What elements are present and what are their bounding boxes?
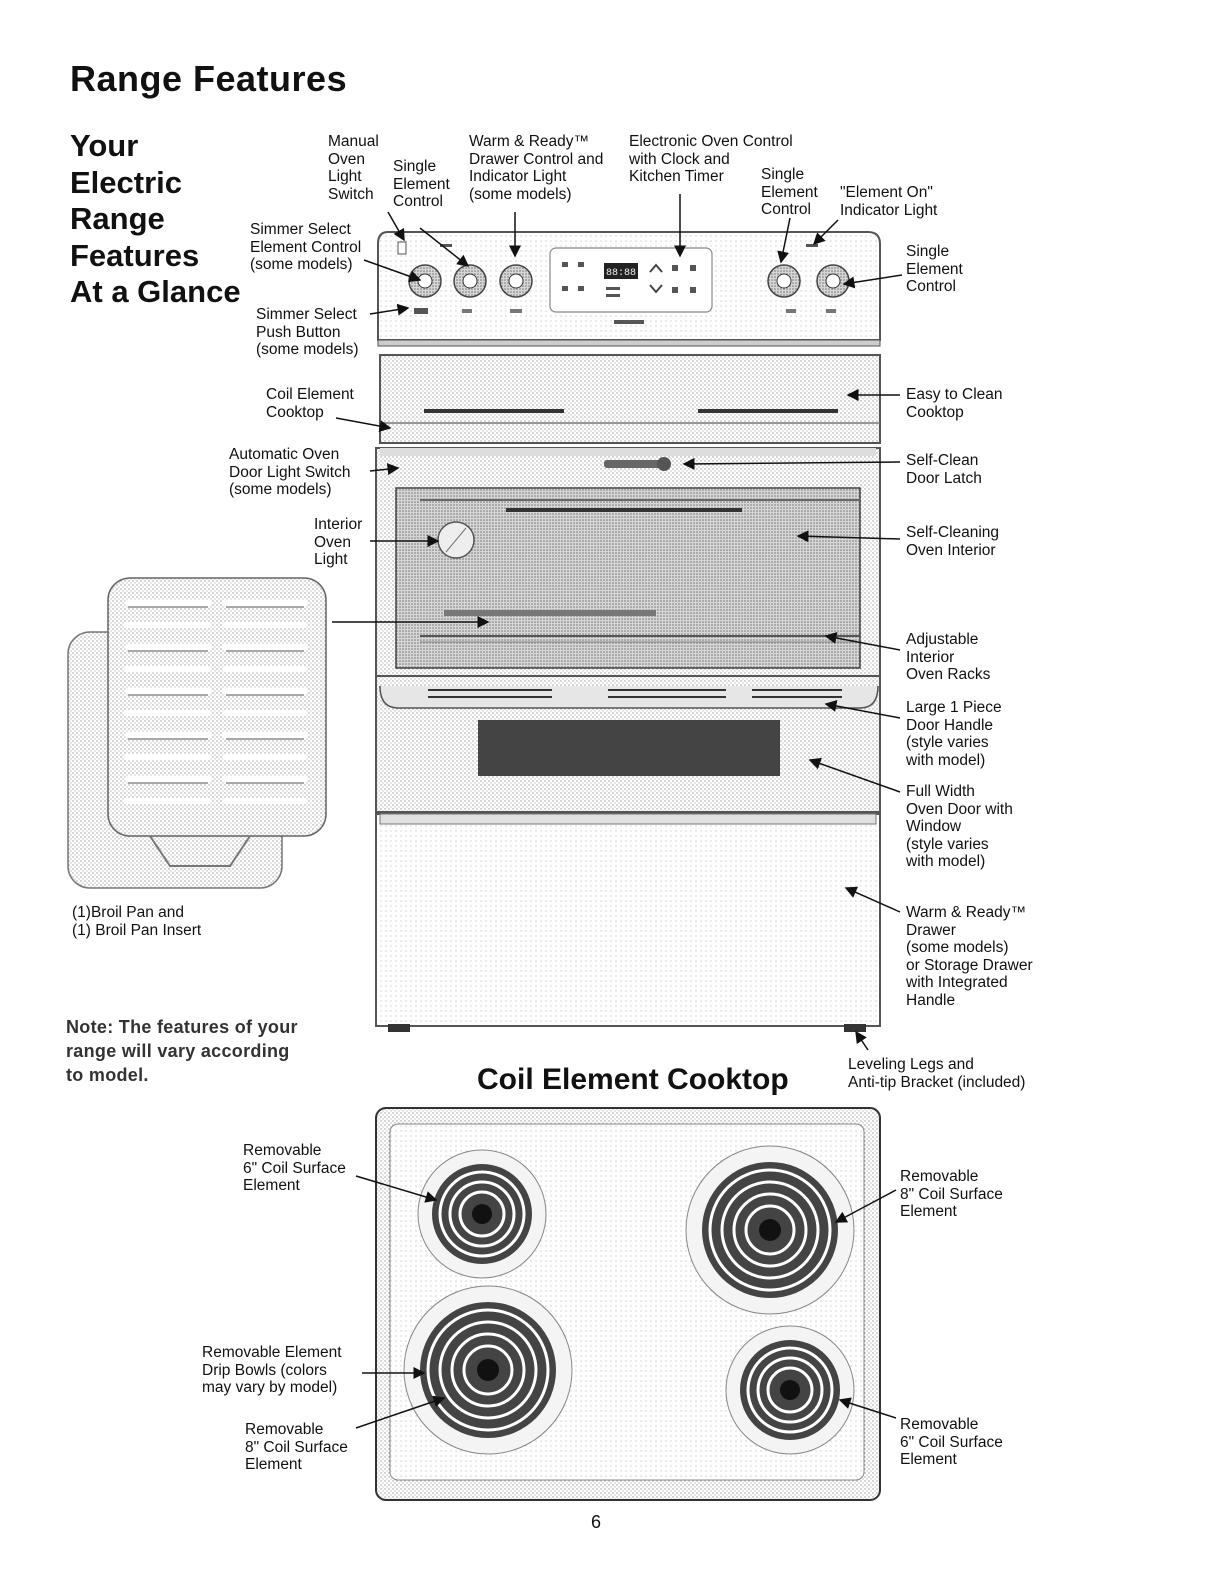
range: 88:88 — [375, 231, 881, 1032]
coil-element-bottom-left — [403, 1285, 573, 1455]
coil-element-bottom-right — [725, 1325, 855, 1455]
label-warm-ready-control: Warm & Ready™ Drawer Control and Indicat… — [469, 133, 604, 203]
cooktop-title: Coil Element Cooktop — [477, 1063, 789, 1096]
label-single-element-control-right-top: Single Element Control — [761, 166, 818, 218]
leader-lines — [332, 194, 903, 1051]
label-adjustable-racks: Adjustable Interior Oven Racks — [906, 631, 991, 683]
label-simmer-select-button: Simmer Select Push Button (some models) — [256, 306, 359, 358]
label-coil-6-top-left: Removable 6" Coil Surface Element — [243, 1142, 346, 1194]
label-electronic-oven-control: Electronic Oven Control with Clock and K… — [629, 133, 793, 185]
label-coil-6-bottom-right: Removable 6" Coil Surface Element — [900, 1416, 1003, 1468]
label-interior-light: Interior Oven Light — [314, 516, 363, 568]
label-simmer-select-control: Simmer Select Element Control (some mode… — [250, 221, 362, 273]
label-broil-pan: (1)Broil Pan and (1) Broil Pan Insert — [72, 904, 202, 939]
label-drip-bowls: Removable Element Drip Bowls (colors may… — [202, 1344, 342, 1396]
clock-display: 88:88 — [606, 268, 636, 279]
label-easy-clean: Easy to Clean Cooktop — [906, 386, 1003, 421]
label-auto-door-light: Automatic Oven Door Light Switch (some m… — [229, 446, 351, 498]
label-self-clean-latch: Self-Clean Door Latch — [906, 452, 982, 487]
label-coil-8-bottom-left: Removable 8" Coil Surface Element — [245, 1421, 348, 1473]
page-number: 6 — [591, 1512, 602, 1532]
coil-element-top-right — [685, 1145, 855, 1315]
coil-element-top-left — [417, 1149, 547, 1279]
broil-pan — [67, 577, 327, 889]
label-coil-8-top-right: Removable 8" Coil Surface Element — [900, 1168, 1003, 1220]
cooktop-top-view — [375, 1107, 881, 1501]
label-warm-drawer: Warm & Ready™ Drawer (some models) or St… — [906, 904, 1033, 1009]
label-manual-oven-light: Manual Oven Light Switch — [328, 133, 379, 203]
label-oven-door: Full Width Oven Door with Window (style … — [906, 783, 1013, 870]
note-text: Note: The features of your range will va… — [66, 1017, 298, 1085]
label-leveling-legs: Leveling Legs and Anti-tip Bracket (incl… — [848, 1056, 1026, 1091]
label-single-element-control: Single Element Control — [393, 158, 450, 210]
label-door-handle: Large 1 Piece Door Handle (style varies … — [906, 699, 1002, 769]
cooktop-leader-lines — [355, 1175, 897, 1429]
section-title: Your Electric Range Features At a Glance — [70, 128, 241, 309]
label-coil-element-cooktop: Coil Element Cooktop — [266, 386, 354, 421]
label-self-cleaning-interior: Self-Cleaning Oven Interior — [906, 524, 1000, 559]
page-title: Range Features — [70, 58, 348, 99]
label-element-on-light: "Element On" Indicator Light — [840, 184, 938, 219]
label-single-element-control-right: Single Element Control — [906, 243, 963, 295]
